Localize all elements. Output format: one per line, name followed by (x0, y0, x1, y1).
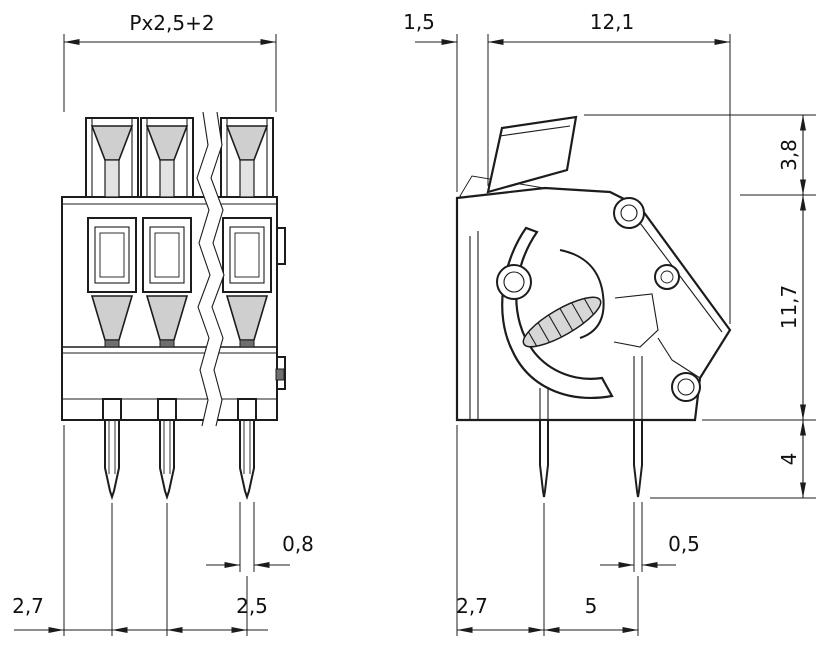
hatched-slot (522, 292, 602, 354)
clamp-window-2 (142, 217, 192, 293)
dim-side-bottom: 2,7 5 (456, 425, 639, 636)
dim-label-housing-height: 11,7 (777, 285, 801, 330)
dim-label-pin-pitch: 2,5 (236, 594, 268, 618)
clamp-spring (501, 226, 614, 399)
dim-label-lever-height: 3,8 (777, 139, 801, 171)
wire-entry-port-3 (220, 117, 274, 198)
actuation-lever (486, 115, 578, 194)
dim-side-vertical: 3,8 11,7 4 (584, 114, 816, 499)
dim-label-side-edge-to-pin: 2,7 (456, 594, 488, 618)
front-view (61, 111, 286, 501)
dim-pin-thickness: 0,5 (600, 502, 700, 572)
side-latch-upper (276, 227, 286, 265)
dim-label-pin-length: 4 (777, 453, 801, 466)
front-solder-pins (104, 419, 255, 501)
side-solder-pins (539, 419, 643, 498)
fixing-holes (496, 197, 701, 402)
dim-pin-width: 0,8 (206, 502, 314, 572)
dimensions: Px2,5+2 0,8 2,7 2,5 (12, 10, 816, 636)
lower-funnels (90, 295, 269, 348)
dim-label-pin-thickness: 0,5 (668, 532, 700, 556)
dim-side-top: 1,5 12,1 (403, 10, 731, 324)
dim-label-pin-width: 0,8 (282, 532, 314, 556)
dim-label-pitch: Px2,5+2 (129, 11, 214, 35)
dim-pitch: Px2,5+2 (63, 11, 277, 112)
dim-label-front-edge-to-pin: 2,7 (12, 594, 44, 618)
clamp-window-1 (87, 217, 137, 293)
pin-root-2 (157, 398, 177, 421)
pin-root-1 (102, 398, 122, 421)
break-lines (196, 111, 225, 427)
dim-label-lever-overhang: 1,5 (403, 10, 435, 34)
clamp-window-3 (222, 217, 272, 293)
wire-entry-port-1 (85, 117, 139, 198)
busbar (613, 293, 659, 348)
wire-entry-port-2 (140, 117, 194, 198)
side-latch-detail (275, 368, 285, 381)
dim-label-pin-spacing: 5 (585, 594, 598, 618)
clamp-spring-inner (559, 249, 605, 339)
side-view (455, 115, 732, 498)
dim-front-bottom: 2,7 2,5 (12, 425, 268, 636)
pin-root-3 (237, 398, 257, 421)
dim-label-depth: 12,1 (590, 10, 635, 34)
